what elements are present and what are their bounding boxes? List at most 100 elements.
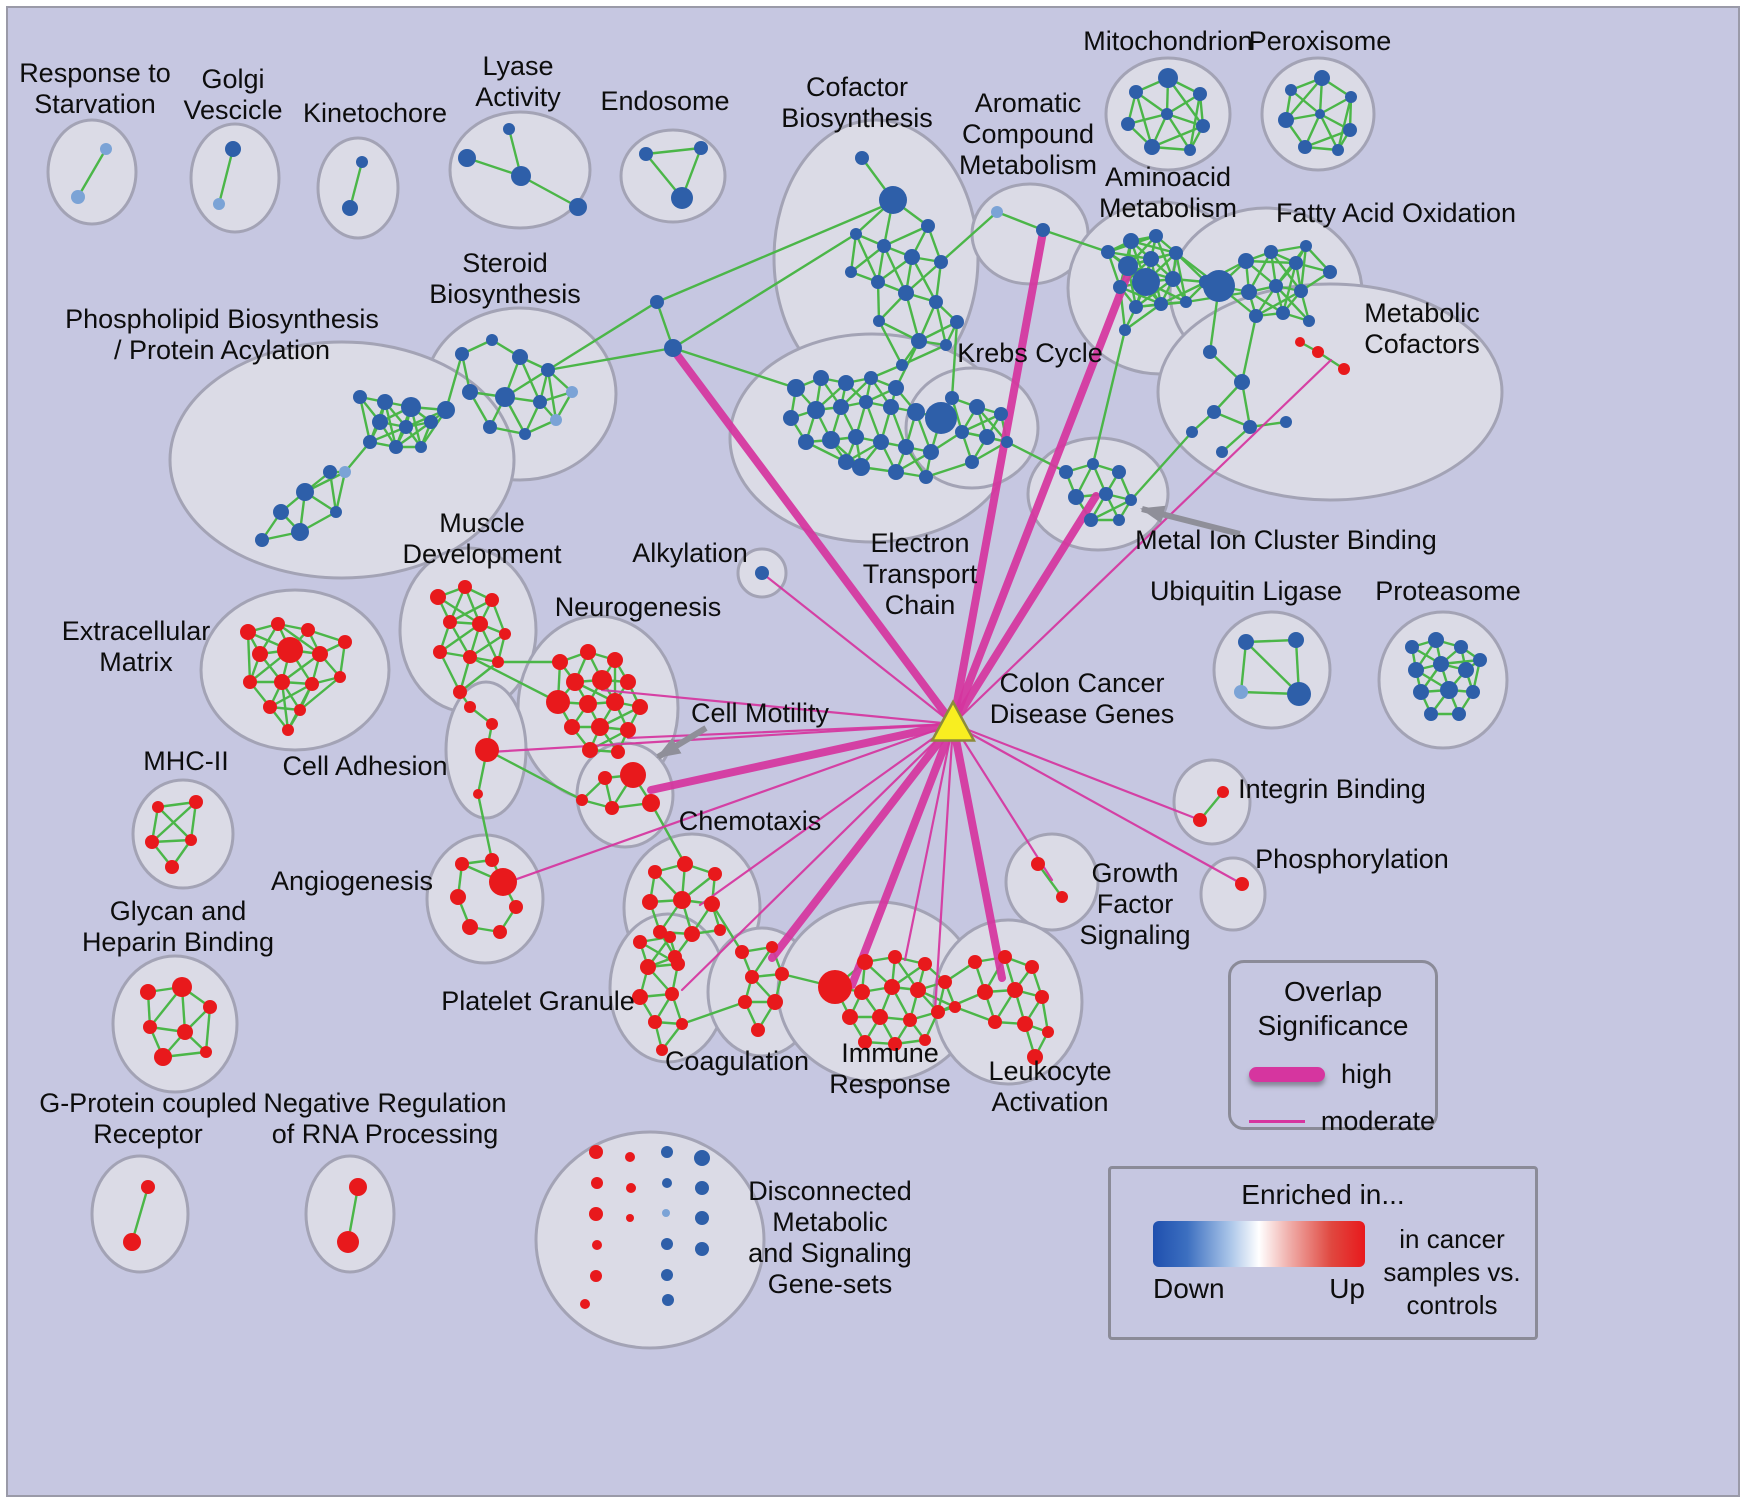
disconnected-gene-sets-node [662,1209,670,1217]
neurogenesis-label: Neurogenesis [555,592,722,622]
endosome-ellipse [619,128,727,224]
coagulation-node [775,967,789,981]
gene-set-edge [1165,113,1192,151]
g-protein-coupled-receptor-node [123,1233,141,1251]
phospholipid-biosynthesis-node [401,397,421,417]
immune-response-node [888,1037,902,1051]
neurogenesis-node [579,695,597,713]
gene-set-edge [1160,280,1207,306]
phospholipid-biosynthesis-node [363,435,377,449]
overlap-link-high [768,720,957,962]
aminoacid-metabolism-node [1143,251,1159,267]
metal-ion-cluster-binding-node [1099,487,1113,501]
overlap-link-high [949,492,1100,728]
muscle-development-node [458,580,472,594]
golgi-vescicle-ellipse [189,122,281,234]
metal-ion-cluster-binding-node [1113,514,1125,526]
leukocyte-activation-node [1042,1026,1054,1038]
leukocyte-activation-node [1007,982,1023,998]
gene-set-edge [217,148,235,205]
cofactor-biosynthesis-node [921,219,935,233]
gene-set-edge [130,1186,150,1243]
gene-set-edge [459,661,499,693]
inter-cluster-edge [672,346,797,390]
electron-transport-chain-node [838,375,854,391]
extracellular-matrix-node [294,704,306,716]
cofactor-biosynthesis-node [879,186,907,214]
overlap-moderate-row: moderate [1231,1106,1435,1137]
phospholipid-biosynthesis-node [437,401,455,419]
krebs-cycle-node [994,407,1008,421]
inter-cluster-edge [486,748,583,802]
aminoacid-metabolism-node [1154,297,1168,311]
muscle-development-node [463,650,477,664]
response-to-starvation-node [100,143,112,155]
gene-set-edge [76,148,108,198]
metabolic-cofactors-node [1295,337,1305,347]
electron-transport-chain-node [888,380,904,396]
coagulation-label: Coagulation [665,1046,809,1076]
glycan-heparin-binding-node [172,977,192,997]
overlap-link-moderate [600,688,955,726]
phospholipid-biosynthesis-node [389,440,403,454]
immune-response-node [910,982,926,998]
aminoacid-metabolism-node [1113,280,1127,294]
neurogenesis-node [546,690,570,714]
pointer-arrow [1140,505,1241,537]
disconnected-gene-sets-node [661,1269,673,1281]
metal-ion-cluster-binding-node [1068,489,1084,505]
proteasome-node [1424,707,1438,721]
gene-set-edge [910,256,938,303]
inter-cluster-edge [672,232,857,350]
kinetochore-node [356,156,368,168]
endosome-label: Endosome [600,86,729,116]
lyase-activity-node [511,166,531,186]
mitochondrion-node [1196,119,1210,133]
overlap-link-high [668,344,957,728]
electron-transport-chain-node [925,402,957,434]
proteasome-node [1473,653,1487,667]
aminoacid-metabolism-node [1180,296,1192,308]
kinetochore-label: Kinetochore [303,98,447,128]
disconnected-gene-sets-node [625,1152,635,1162]
leukocyte-activation-node [1035,990,1049,1004]
platelet-granule-node [665,987,679,1001]
electron-transport-chain-node [923,444,939,460]
extracellular-matrix-node [338,635,352,649]
proteasome-node [1466,685,1480,699]
peroxisome-node [1343,123,1357,137]
gene-set-edge [334,471,347,513]
overlap-link-moderate [698,722,955,907]
disconnected-gene-sets-node [695,1181,709,1195]
neurogenesis-node [607,652,623,668]
cofactor-biosynthesis-node [911,333,927,349]
metabolic-cofactors-node [1234,374,1250,390]
proteasome-node [1408,662,1424,678]
electron-transport-chain-node [864,371,878,385]
angiogenesis-ellipse [425,833,545,965]
metabolic-cofactors-node [1243,420,1257,434]
metabolic-cofactors-node [1280,416,1292,428]
disconnected-gene-sets-node [662,1178,672,1188]
g-protein-coupled-receptor-node [141,1180,155,1194]
metabolic-cofactors-node [1338,363,1350,375]
inter-cluster-edge [656,200,894,304]
phosphorylation-label: Phosphorylation [1255,844,1449,874]
muscle-development-node [472,616,488,632]
muscle-development-node [433,645,447,659]
mhc-ii-node [189,795,203,809]
gene-set-edge [850,245,885,273]
electron-transport-chain-node [848,429,864,445]
alkylation-label: Alkylation [632,538,748,568]
angiogenesis-node [485,853,499,867]
kinetochore-node [342,200,358,216]
extracellular-matrix-node [282,724,294,736]
chemotaxis-node [677,856,693,872]
mhc-ii-node [152,801,164,813]
mitochondrion-node [1161,108,1173,120]
enrichment-gradient-labels: Down Up [1153,1273,1365,1305]
platelet-granule-node [664,931,676,943]
layer-arrows [656,505,1241,760]
